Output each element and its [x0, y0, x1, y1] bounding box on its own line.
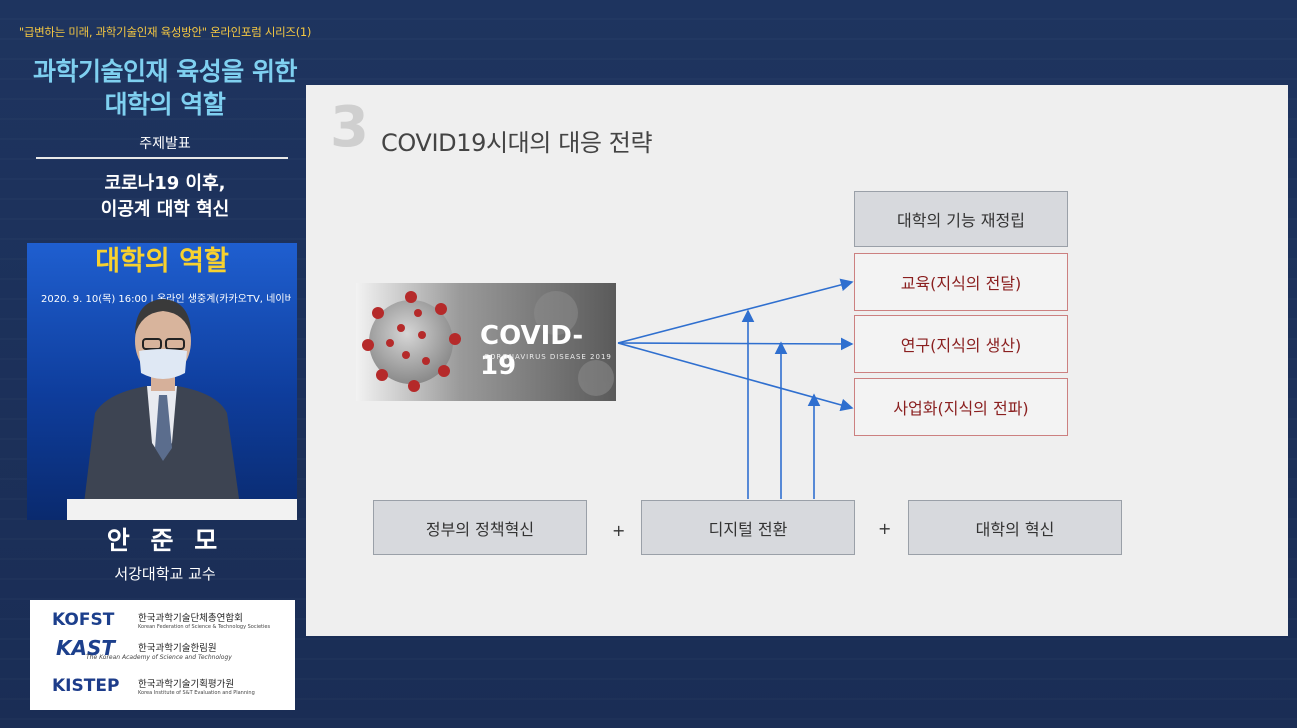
digital-transformation-box: 디지털 전환 [641, 500, 855, 555]
covid-sublabel: CORONAVIRUS DISEASE 2019 [484, 353, 612, 361]
logo-kofst: KOFST 한국과학기술단체총연합회 Korean Federation of … [30, 608, 295, 638]
logo-kast: KAST 한국과학기술한림원 The Korean Academy of Sci… [30, 636, 295, 669]
speaker-affiliation: 서강대학교 교수 [114, 565, 216, 583]
podium [67, 499, 297, 520]
talk-title: 코로나19 이후, 이공계 대학 혁신 [0, 171, 330, 223]
kast-name: 한국과학기술한림원 [138, 643, 217, 654]
slide-number: 3 [330, 95, 369, 160]
series-title: "급변하는 미래, 과학기술인재 육성방안" 온라인포럼 시리즈(1) [18, 25, 312, 39]
slide-title: COVID19시대의 대응 전략 [381, 129, 653, 157]
university-function-box: 대학의 기능 재정립 [854, 191, 1068, 247]
plus-sign-1: + [612, 521, 626, 540]
kast-sub: The Korean Academy of Science and Techno… [86, 654, 232, 661]
forum-title-line1: 과학기술인재 육성을 위한 [33, 57, 297, 86]
video-banner: 대학의 역할 [95, 246, 229, 277]
arrow-to-commercialization [617, 342, 854, 412]
sponsor-logos: KOFST 한국과학기술단체총연합회 Korean Federation of … [30, 600, 295, 710]
commercialization-box: 사업화(지식의 전파) [854, 378, 1068, 436]
covid-label: COVID-19 [480, 321, 584, 381]
divider [36, 157, 288, 159]
left-panel: "급변하는 미래, 과학기술인재 육성방안" 온라인포럼 시리즈(1) 과학기술… [0, 0, 330, 728]
covid-image: COVID-19 CORONAVIRUS DISEASE 2019 [356, 283, 616, 401]
kistep-logo: KISTEP [52, 676, 120, 696]
plus-sign-2: + [878, 519, 892, 538]
kistep-sub: Korea Institute of S&T Evaluation and Pl… [138, 690, 255, 696]
research-box: 연구(지식의 생산) [854, 315, 1068, 373]
logo-kistep: KISTEP 한국과학기술기획평가원 Korea Institute of S&… [30, 674, 295, 704]
speaker-name: 안 준 모 [106, 526, 224, 555]
talk-title-line2: 이공계 대학 혁신 [100, 199, 230, 220]
covid-virus-icon [356, 283, 616, 401]
keynote-label: 주제발표 [139, 136, 191, 152]
forum-title-line2: 대학의 역할 [104, 90, 226, 119]
forum-title: 과학기술인재 육성을 위한 대학의 역할 [0, 55, 330, 121]
university-innovation-box: 대학의 혁신 [908, 500, 1122, 555]
presentation-slide: 3 COVID19시대의 대응 전략 [306, 85, 1288, 636]
government-policy-box: 정부의 정책혁신 [373, 500, 587, 555]
kofst-logo: KOFST [52, 610, 115, 630]
speaker-figure [82, 299, 242, 520]
kast-logo: KAST [56, 636, 116, 660]
kofst-name: 한국과학기술단체총연합회 [138, 613, 243, 624]
education-box: 교육(지식의 전달) [854, 253, 1068, 311]
arrows [617, 278, 854, 499]
arrow-to-research [617, 337, 854, 351]
kistep-name: 한국과학기술기획평가원 [138, 679, 235, 690]
talk-title-line1: 코로나19 이후, [104, 173, 226, 194]
speaker-video: 대학의 역할 2020. 9. 10(목) 16:00 | 온라인 생중계(카카… [27, 243, 297, 520]
arrow-to-education [617, 278, 854, 344]
kofst-sub: Korean Federation of Science & Technolog… [138, 624, 271, 630]
